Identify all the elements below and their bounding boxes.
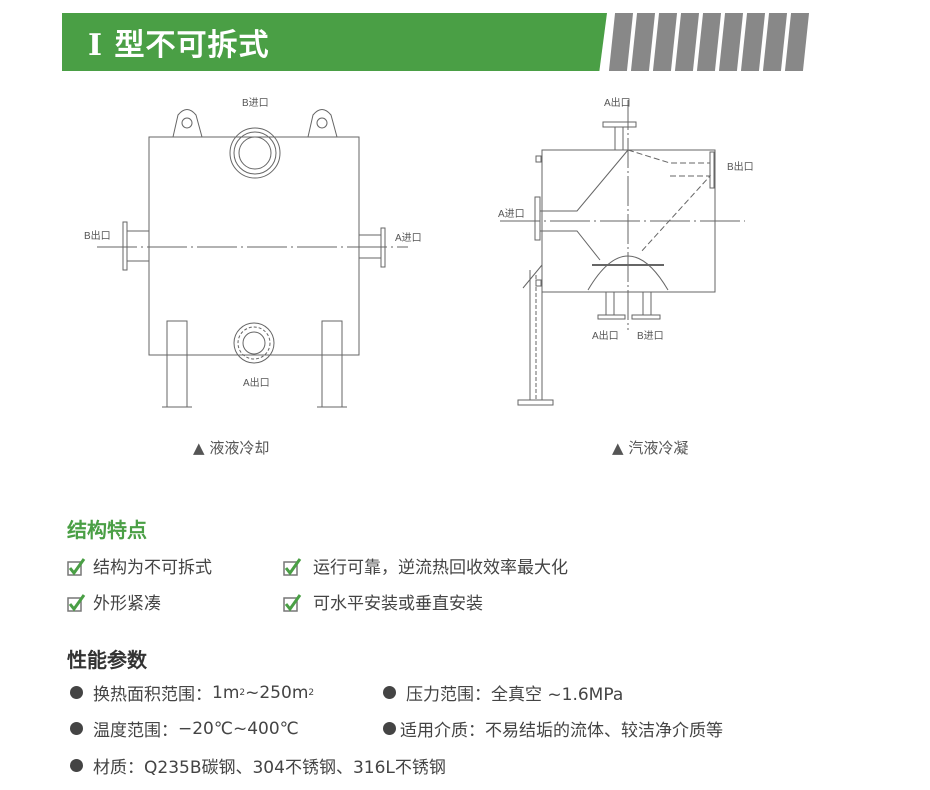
feature-item: 可水平安装或垂直安装 (283, 589, 483, 614)
checkbox-check-icon (283, 557, 302, 576)
label-a-outlet-bottom: A出口 (592, 331, 619, 342)
title-banner (62, 13, 607, 71)
feature-text: 运行可靠，逆流热回收效率最大化 (313, 558, 568, 578)
spec-label: 压力范围： (406, 685, 491, 705)
feature-text: 结构为不可拆式 (93, 558, 212, 578)
spec-value: 全真空 ~1.6MPa (491, 685, 624, 705)
label-b-outlet: B出口 (84, 231, 111, 242)
caption-vapor-liquid: ▲ 汽液冷凝 (612, 437, 688, 458)
spec-label: 适用介质： (400, 721, 485, 741)
bullet-icon (70, 759, 83, 772)
features-heading: 结构特点 (67, 518, 147, 542)
superscript: 2 (239, 687, 246, 698)
feature-item: 运行可靠，逆流热回收效率最大化 (283, 553, 568, 578)
spec-value: 不易结垢的流体、较洁净介质等 (485, 721, 723, 741)
feature-text: 外形紧凑 (93, 594, 161, 614)
caption-text: 液液冷却 (209, 439, 270, 457)
label-b-inlet: B进口 (637, 331, 664, 342)
technical-drawings (97, 100, 745, 408)
spec-label: 温度范围： (93, 721, 178, 741)
spec-label: 换热面积范围： (93, 685, 212, 705)
spec-label: 材质： (93, 758, 144, 778)
label-a-outlet: A出口 (243, 378, 270, 389)
feature-item: 结构为不可拆式 (67, 553, 212, 578)
vapor-liquid-drawing (500, 100, 745, 406)
spec-item: 温度范围：−20℃~400℃ (70, 716, 299, 741)
feature-item: 外形紧凑 (67, 589, 161, 614)
page-title: I 型不可拆式 (88, 28, 270, 63)
checkbox-check-icon (67, 557, 86, 576)
specs-heading: 性能参数 (67, 648, 147, 672)
triangle-icon: ▲ (612, 439, 624, 457)
spec-item: 压力范围：全真空 ~1.6MPa (383, 680, 623, 705)
bullet-icon (70, 722, 83, 735)
bullet-icon (383, 686, 396, 699)
label-b-outlet: B出口 (727, 162, 754, 173)
spec-value: 1m (212, 682, 240, 703)
spec-value: ~250m (245, 682, 309, 703)
spec-value: Q235B碳钢、304不锈钢、316L不锈钢 (144, 758, 446, 778)
label-b-inlet: B进口 (242, 98, 269, 109)
bullet-icon (383, 722, 396, 735)
spec-item: 材质：Q235B碳钢、304不锈钢、316L不锈钢 (70, 753, 446, 778)
triangle-icon: ▲ (193, 439, 205, 457)
label-a-outlet-top: A出口 (604, 98, 631, 109)
spec-item: 适用介质：不易结垢的流体、较洁净介质等 (383, 716, 723, 741)
caption-liquid-liquid: ▲ 液液冷却 (193, 437, 269, 458)
label-a-inlet: A进口 (498, 209, 525, 220)
checkbox-check-icon (283, 593, 302, 612)
bullet-icon (70, 686, 83, 699)
label-a-inlet: A进口 (395, 233, 422, 244)
liquid-liquid-drawing (97, 109, 408, 408)
checkbox-check-icon (67, 593, 86, 612)
caption-text: 汽液冷凝 (628, 439, 689, 457)
spec-value: −20℃~400℃ (178, 718, 299, 739)
feature-text: 可水平安装或垂直安装 (313, 594, 483, 614)
superscript: 2 (308, 687, 315, 698)
